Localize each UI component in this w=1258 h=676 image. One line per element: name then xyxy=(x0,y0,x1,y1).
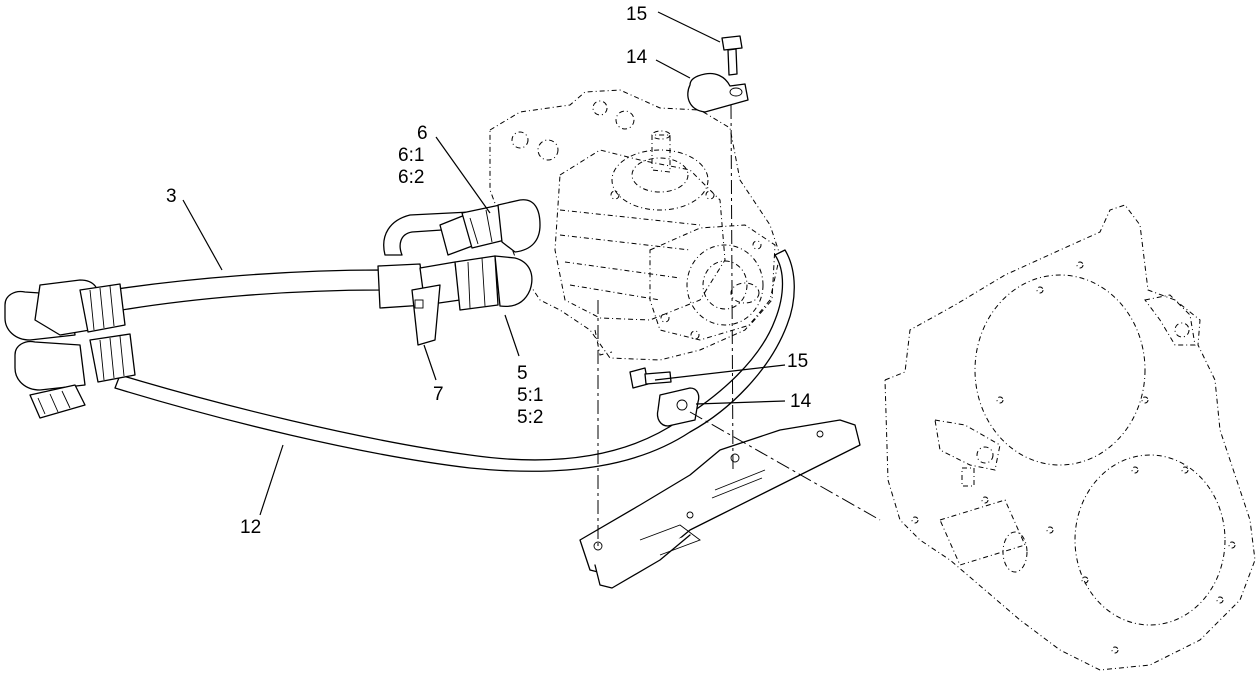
leader-lines xyxy=(182,11,786,516)
mounting-bracket xyxy=(579,419,861,589)
elbow-fitting-6 xyxy=(439,199,541,256)
bolt-mid-15 xyxy=(629,367,672,389)
hose-clip-7 xyxy=(411,284,441,346)
hose-end-fittings xyxy=(4,279,136,419)
callout-fitting-6-2: 6:2 xyxy=(398,167,425,188)
callout-clamp-14-top: 14 xyxy=(626,47,648,68)
mounting-plate-ghost xyxy=(884,204,1256,671)
callout-fitting-6-1: 6:1 xyxy=(398,145,425,166)
callout-bolt-15-top: 15 xyxy=(626,4,648,25)
callout-fitting-5-2: 5:2 xyxy=(517,407,544,428)
center-lines xyxy=(597,104,881,546)
callout-fitting-5-1: 5:1 xyxy=(517,385,544,406)
callout-bolt-15-mid: 15 xyxy=(787,351,809,372)
bolt-top-15 xyxy=(721,35,743,76)
callout-fitting-6: 6 xyxy=(417,123,428,144)
callout-fitting-5: 5 xyxy=(517,363,528,384)
hose-12 xyxy=(114,249,795,472)
callout-hose-3: 3 xyxy=(166,186,177,207)
callout-clamp-14-mid: 14 xyxy=(790,391,812,412)
clamp-top-14 xyxy=(687,72,749,113)
callout-clip-7: 7 xyxy=(433,384,444,405)
callout-hose-12: 12 xyxy=(240,517,262,538)
elbow-fitting-5 xyxy=(419,255,533,311)
clamp-mid-14 xyxy=(656,387,700,427)
hydraulic-pump-ghost xyxy=(489,89,781,361)
